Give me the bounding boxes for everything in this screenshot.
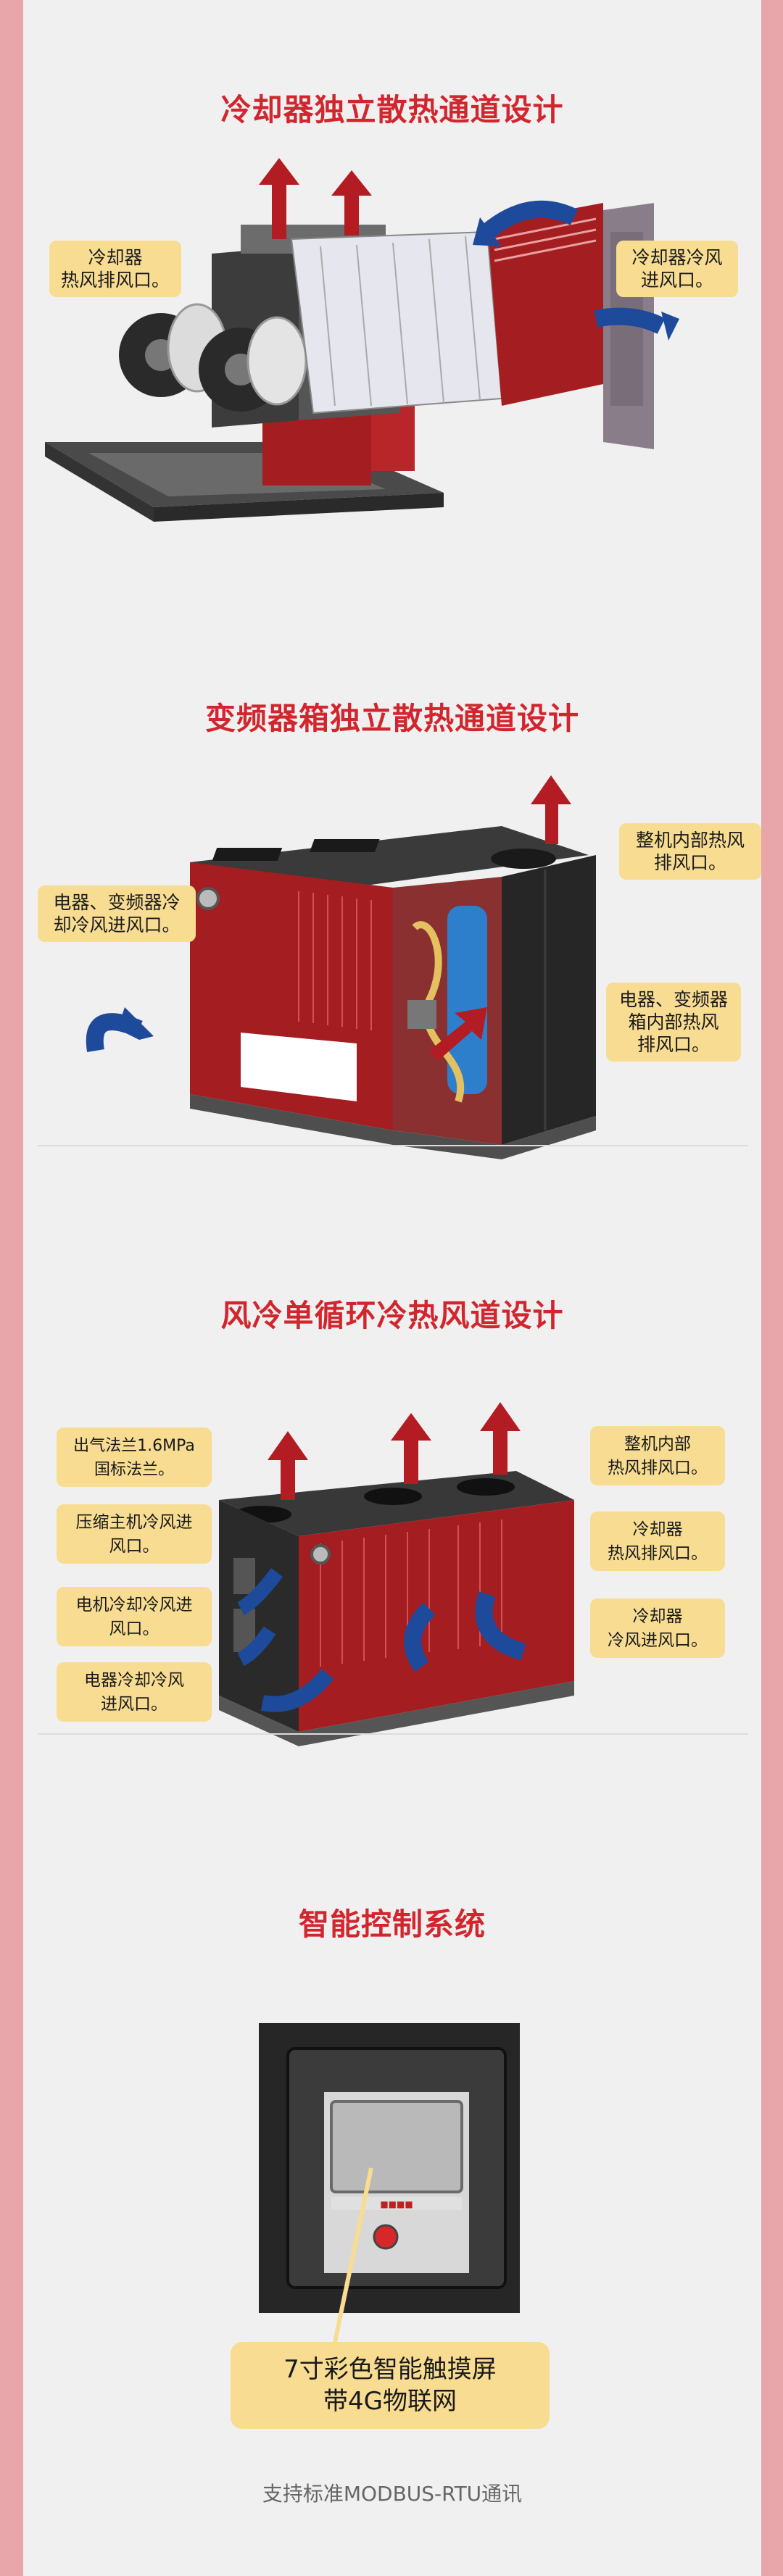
callout-text: 电器冷却冷风 进风口。 <box>84 1671 184 1714</box>
callout-text: 冷却器 热风排风口。 <box>608 1520 708 1563</box>
divider <box>38 1733 748 1735</box>
callout-text: 出气法兰1.6MPa 国标法兰。 <box>73 1437 195 1479</box>
callout-text: 电器、变频器冷 却冷风进风口。 <box>53 892 181 935</box>
callout-cooler-hot-exhaust: 冷却器 热风排风口。 <box>49 241 181 297</box>
callout-text: 冷却器 冷风进风口。 <box>608 1607 708 1650</box>
control-panel-illustration: ■■■■ <box>259 2023 520 2343</box>
content-panel: 冷却器独立散热通道设计 <box>23 0 761 2576</box>
callout-cooler-cold-intake: 冷却器冷风 进风口。 <box>616 241 738 297</box>
callout-touchscreen: 7寸彩色智能触摸屏 带4G物联网 <box>231 2342 550 2429</box>
callout-text: 整机内部 热风排风口。 <box>608 1435 708 1477</box>
callout-text: 电器、变频器 箱内部热风 排风口。 <box>618 989 728 1055</box>
callout-text: 压缩主机冷风进 风口。 <box>75 1513 193 1556</box>
section2-title: 变频器箱独立散热通道设计 <box>204 701 579 736</box>
section1-title: 冷却器独立散热通道设计 <box>220 92 564 128</box>
cooler-illustration <box>45 158 679 522</box>
inverter-cabinet-illustration <box>86 775 596 1159</box>
divider <box>38 1145 748 1146</box>
callout-inverter-hot-exhaust: 电器、变频器 箱内部热风 排风口。 <box>606 983 741 1062</box>
callout-machine-hot-exhaust: 整机内部热风 排风口。 <box>619 823 761 880</box>
callout-machine-hot-exhaust-2: 整机内部 热风排风口。 <box>590 1426 725 1485</box>
section4-title: 智能控制系统 <box>298 1906 486 1942</box>
footer-note: 支持标准MODBUS-RTU通讯 <box>262 2482 523 2506</box>
callout-cooler-cold-intake-2: 冷却器 冷风进风口。 <box>590 1598 725 1658</box>
svg-text:■■■■: ■■■■ <box>380 2199 413 2209</box>
callout-text: 整机内部热风 排风口。 <box>635 830 745 873</box>
air-duct-illustration <box>219 1402 574 1746</box>
callout-text: 冷却器 热风排风口。 <box>60 247 170 291</box>
callout-text: 电机冷却冷风进 风口。 <box>75 1596 193 1638</box>
callout-inverter-cold-intake: 电器、变频器冷 却冷风进风口。 <box>38 885 196 942</box>
callout-outlet-flange: 出气法兰1.6MPa 国标法兰。 <box>57 1427 212 1487</box>
callout-text: 冷却器冷风 进风口。 <box>631 247 723 291</box>
callout-compressor-intake: 压缩主机冷风进 风口。 <box>57 1504 212 1564</box>
callout-electric-intake: 电器冷却冷风 进风口。 <box>57 1662 212 1722</box>
callout-text: 7寸彩色智能触摸屏 带4G物联网 <box>283 2355 497 2416</box>
callout-cooler-hot-exhaust-2: 冷却器 热风排风口。 <box>590 1512 725 1571</box>
section3-title: 风冷单循环冷热风道设计 <box>220 1298 564 1333</box>
callout-motor-intake: 电机冷却冷风进 风口。 <box>57 1587 212 1646</box>
